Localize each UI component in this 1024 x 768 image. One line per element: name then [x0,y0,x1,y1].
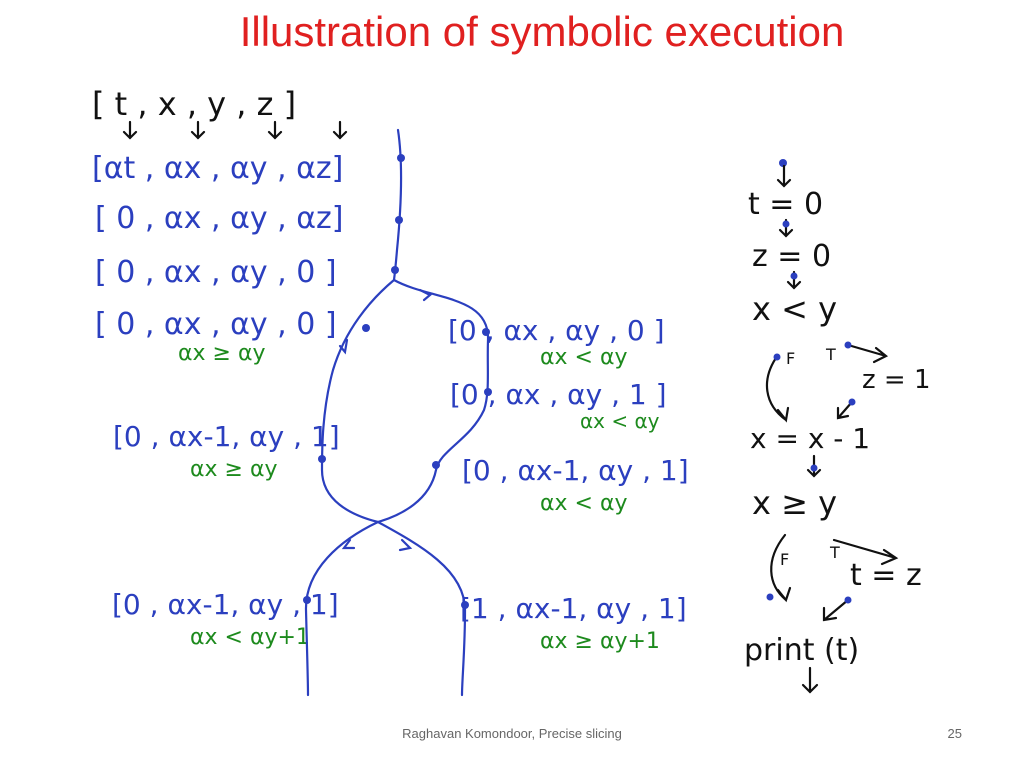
path-trunk [392,128,403,282]
path-tick-4 [398,538,413,552]
state-after-z1: [0 , αx , αy , 1 ] [450,378,667,411]
constraint-true-branch: αx < αy [540,345,627,370]
page-number: 25 [947,726,962,741]
constraint-right-after-decrement: αx < αy [540,491,627,516]
constraint-after-z1: αx < αy [580,409,660,433]
path-cross-right [376,520,467,697]
state-final-false: [0 , αx-1, αy , 1] [112,588,339,621]
footer-author: Raghavan Komondoor, Precise slicing [402,726,622,741]
path-tick-2 [418,288,432,302]
state-right-after-decrement: [0 , αx-1, αy , 1] [462,454,689,487]
cond-x-geq-y: x ≥ y [752,484,837,522]
cond-x-less-y: x < y [752,290,837,328]
variable-mapping-arrows [122,120,348,140]
constraint-left-after-decrement: αx ≥ αy [190,457,277,482]
program-flowchart: t = 0 z = 0 x < y F T z = 1 x = x - 1 x … [744,159,931,694]
state-false-branch: [ 0 , αx , αy , 0 ] [95,307,337,342]
stmt-print-t: print (t) [744,633,859,668]
constraint-final-true: αx ≥ αy+1 [540,629,660,654]
stmt-t-equals-z: t = z [850,558,922,593]
cond1-true-label: T [825,345,836,364]
stmt-z-equals-0: z = 0 [752,239,831,274]
symbolic-initial-state: [αt , αx , αy , αz] [92,151,343,186]
stmt-x-decrement: x = x - 1 [750,422,870,455]
state-left-after-decrement: [0 , αx-1, αy , 1] [113,420,340,453]
path-false-branch [320,278,396,524]
cond2-true-label: T [829,543,840,562]
slide-title: Illustration of symbolic execution [239,8,845,55]
path-tick-1 [338,338,349,355]
state-after-z0: [ 0 , αx , αy , 0 ] [95,255,337,290]
constraint-false-branch: αx ≥ αy [178,341,265,366]
cond1-false-label: F [786,349,795,368]
state-after-t0: [ 0 , αx , αy , αz] [95,201,343,236]
path-tick-3 [341,538,356,550]
state-true-branch: [0 , αx , αy , 0 ] [448,314,665,347]
execution-paths [304,128,490,697]
variable-header: [ t , x , y , z ] [92,85,296,123]
stmt-t-equals-0: t = 0 [748,187,823,222]
path-true-branch [376,278,490,524]
stmt-z-equals-1: z = 1 [862,365,931,395]
constraint-final-false: αx < αy+1 [190,625,310,650]
path-cross-left [304,520,380,697]
cond2-false-label: F [780,550,789,569]
execution-path-dots [303,154,492,609]
state-final-true: [1 , αx-1, αy , 1] [460,592,687,625]
